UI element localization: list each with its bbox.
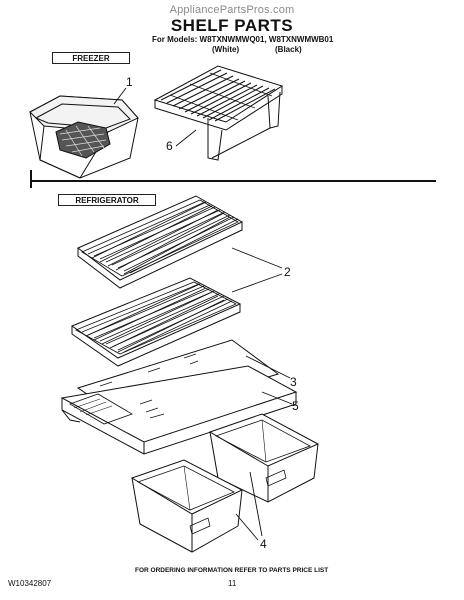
section-divider <box>32 180 436 182</box>
page-title: SHELF PARTS <box>170 16 294 35</box>
refrigerator-shelf-upper <box>77 195 244 289</box>
callout-3: 3 <box>290 375 297 389</box>
callout-1: 1 <box>126 75 133 89</box>
crisper-drawer-left <box>130 459 244 553</box>
callout-4: 4 <box>260 537 267 551</box>
page-number: 11 <box>228 579 237 588</box>
callout-leader-lines <box>113 87 293 541</box>
model-numbers: For Models: W8TXNWMWQ01, W8TXNWMWB01 <box>152 35 334 44</box>
callout-6: 6 <box>166 139 173 153</box>
variant-black-label: (Black) <box>275 45 302 54</box>
callout-5: 5 <box>292 399 299 413</box>
section-corner-line <box>30 170 32 188</box>
callout-2: 2 <box>284 265 291 279</box>
refrigerator-shelf-lower <box>70 277 242 367</box>
refrigerator-section-label: REFRIGERATOR <box>58 194 156 206</box>
variant-white-label: (White) <box>212 45 240 54</box>
freezer-wire-shelf <box>153 65 284 161</box>
freezer-section-label: FREEZER <box>52 52 130 64</box>
watermark: AppliancePartsPros.com <box>169 4 295 16</box>
ordering-note: FOR ORDERING INFORMATION REFER TO PARTS … <box>135 567 329 574</box>
document-number: W10342807 <box>8 579 52 588</box>
freezer-basket <box>29 95 139 179</box>
crisper-drawer-right <box>208 413 320 503</box>
callout-labels: 1 6 2 3 5 4 <box>126 75 299 551</box>
crisper-frame <box>60 365 298 455</box>
